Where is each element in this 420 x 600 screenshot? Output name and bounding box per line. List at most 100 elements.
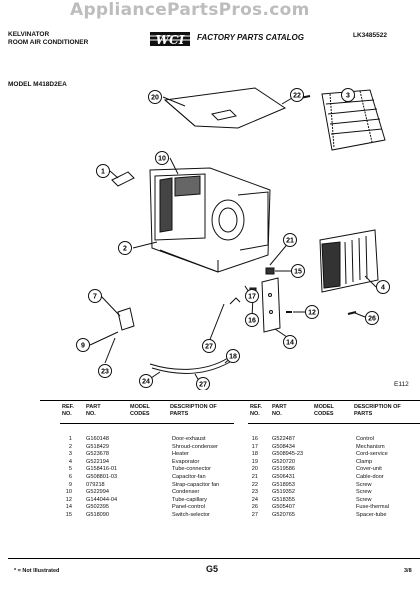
cell-ref: 5: [68, 466, 72, 473]
chassis-part: [149, 167, 271, 273]
callout-label: 16: [248, 318, 256, 325]
cell-part: G508434: [272, 443, 296, 450]
cell-part: G523678: [86, 451, 110, 458]
callout-20: 20: [148, 90, 162, 104]
callout-label: 22: [293, 93, 301, 100]
cell-ref: 2: [68, 443, 72, 450]
cell-ref: 21: [251, 473, 258, 480]
cell-ref: 24: [251, 496, 258, 503]
callout-label: 7: [93, 294, 97, 301]
brand-name: KELVINATOR: [8, 31, 50, 38]
unit-cover-part: [163, 87, 287, 129]
cell-ref: 22: [251, 481, 258, 488]
cell-desc: Screw: [356, 489, 372, 496]
cell-part: G518355: [272, 496, 296, 503]
cell-part: G518953: [272, 481, 296, 488]
callout-label: 14: [286, 340, 294, 347]
callout-label: 1: [101, 169, 105, 176]
cell-desc: Mechanism: [356, 443, 385, 450]
col-header-ref: REF. NO.: [62, 404, 74, 417]
page-date-code: 3/8: [404, 568, 412, 574]
cell-desc: Heater: [172, 451, 189, 458]
service-cord-part: [149, 357, 229, 370]
cell-part: G502395: [86, 504, 110, 511]
callout-label: 27: [205, 344, 213, 351]
table-top-rule: [40, 400, 420, 401]
cell-desc: Screw: [356, 481, 372, 488]
catalog-code: LK3485522: [353, 32, 387, 39]
callout-label: 18: [229, 354, 237, 361]
callout-10: 10: [155, 151, 169, 165]
not-illustrated-note: * = Not Illustrated: [14, 568, 60, 574]
table-row: 2 G518429 Shroud-condenser: [60, 444, 240, 452]
cell-part: G508801-03: [86, 473, 118, 480]
cell-part: G522994: [86, 489, 110, 496]
cell-ref: 26: [251, 504, 258, 511]
callout-label: 2: [123, 246, 127, 253]
table-right-header-rule: [248, 423, 420, 424]
cell-desc: Screw: [356, 496, 372, 503]
cell-desc: Control: [356, 436, 375, 442]
table-row: 24 G518355 Screw: [246, 497, 420, 505]
cell-desc: Panel-control: [172, 504, 205, 511]
cell-ref: 20: [251, 466, 258, 473]
col-header-part-2: PART NO.: [272, 404, 287, 417]
cell-ref: 27: [251, 511, 258, 518]
cell-ref: 10: [65, 489, 72, 496]
col-header-part: PART NO.: [86, 404, 101, 417]
callout-label: 9: [81, 343, 85, 350]
callout-22: 22: [290, 88, 304, 102]
cell-desc: Shroud-condenser: [172, 443, 219, 450]
cell-desc: Cable-door: [356, 473, 384, 480]
heater-part: [321, 89, 386, 151]
cell-ref: 14: [65, 504, 72, 511]
callout-16: 16: [245, 313, 259, 327]
cell-part: G519352: [272, 489, 296, 496]
cell-desc: Spacer-tube: [356, 511, 387, 518]
callout-12: 12: [305, 305, 319, 319]
cell-desc: Cord-service: [356, 451, 388, 458]
callout-label: 4: [381, 285, 385, 292]
cell-ref: 1: [68, 436, 72, 442]
cell-part: G518429: [86, 443, 110, 450]
cell-ref: 15: [65, 511, 72, 518]
cell-part: G158416-01: [86, 466, 118, 473]
cell-ref: 12: [65, 496, 72, 503]
callout-3: 3: [341, 88, 355, 102]
cell-desc: Fuse-thermal: [356, 504, 389, 511]
callout-4: 4: [376, 280, 390, 294]
footer-rule: [8, 558, 420, 559]
callout-label: 24: [142, 379, 150, 386]
figure-code: E112: [394, 381, 409, 388]
cell-desc: Strap-capacitor fan: [172, 481, 220, 488]
cell-part: G519586: [272, 466, 296, 473]
capacitor-part: [117, 307, 135, 331]
callout-2: 2: [118, 241, 132, 255]
cell-ref: 6: [68, 473, 72, 480]
callout-label: 10: [158, 156, 166, 163]
cell-part: 079218: [86, 481, 105, 488]
cell-desc: Tube-connector: [172, 466, 211, 473]
cell-part: G160148: [86, 436, 110, 442]
cell-part: G522194: [86, 458, 110, 465]
callout-27: 27: [202, 339, 216, 353]
cell-ref: 18: [251, 451, 258, 458]
cell-desc: Switch-selector: [172, 511, 210, 518]
callout-23: 23: [98, 364, 112, 378]
callout-label: 15: [294, 269, 302, 276]
door-exhaust-part: [111, 171, 135, 187]
callout-27: 27: [196, 377, 210, 390]
control-panel-part: [261, 277, 281, 333]
product-name: ROOM AIR CONDITIONER: [8, 39, 89, 46]
